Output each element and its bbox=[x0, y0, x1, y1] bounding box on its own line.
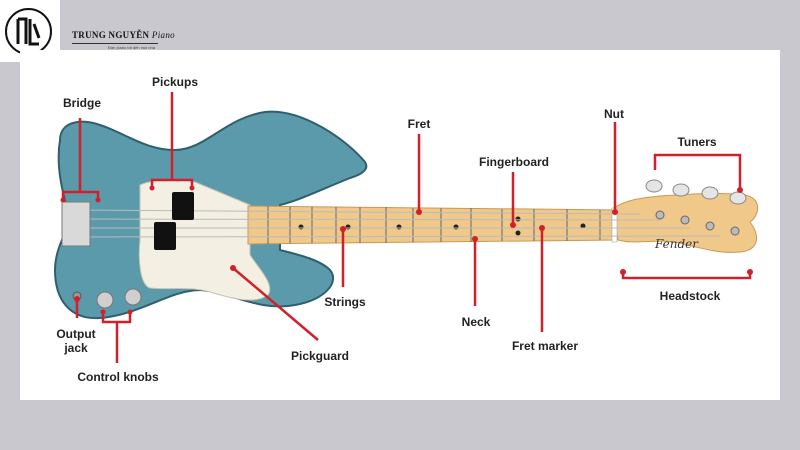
pickup-upper bbox=[172, 192, 194, 220]
label-fret-marker: Fret marker bbox=[511, 339, 579, 353]
label-output-jack-line1: Output bbox=[56, 327, 96, 341]
headstock-logo-text: Fender bbox=[654, 237, 699, 251]
label-nut: Nut bbox=[604, 107, 624, 121]
brand-tagline: Đàn piano tốt đến mọi nhà bbox=[108, 45, 155, 50]
label-output-jack: Output jack bbox=[56, 327, 95, 355]
label-fingerboard: Fingerboard bbox=[478, 155, 550, 169]
control-knob-1 bbox=[96, 291, 114, 309]
label-output-jack-line2: jack bbox=[64, 341, 88, 355]
label-control-knobs: Control knobs bbox=[77, 370, 159, 384]
bridge-shape bbox=[61, 201, 91, 247]
label-neck: Neck bbox=[461, 315, 491, 329]
label-pickups: Pickups bbox=[151, 75, 199, 89]
callout-dots bbox=[60, 185, 753, 315]
brand-divider bbox=[72, 43, 158, 44]
brand-name: TRUNG NGUYỄN Piano bbox=[72, 30, 175, 40]
control-knob-2 bbox=[124, 288, 142, 306]
tuner-posts bbox=[655, 210, 740, 236]
label-headstock: Headstock bbox=[659, 289, 721, 303]
pickup-lower bbox=[154, 222, 176, 250]
brand-script-text: Piano bbox=[151, 30, 175, 40]
label-bridge: Bridge bbox=[62, 96, 102, 110]
brand-name-text: TRUNG NGUYỄN bbox=[72, 30, 150, 40]
label-tuners: Tuners bbox=[677, 135, 717, 149]
label-strings: Strings bbox=[324, 295, 366, 309]
label-pickguard: Pickguard bbox=[290, 349, 350, 363]
label-fret: Fret bbox=[407, 117, 431, 131]
piano-logo-icon bbox=[16, 17, 41, 46]
tuner-pegs bbox=[645, 179, 747, 205]
